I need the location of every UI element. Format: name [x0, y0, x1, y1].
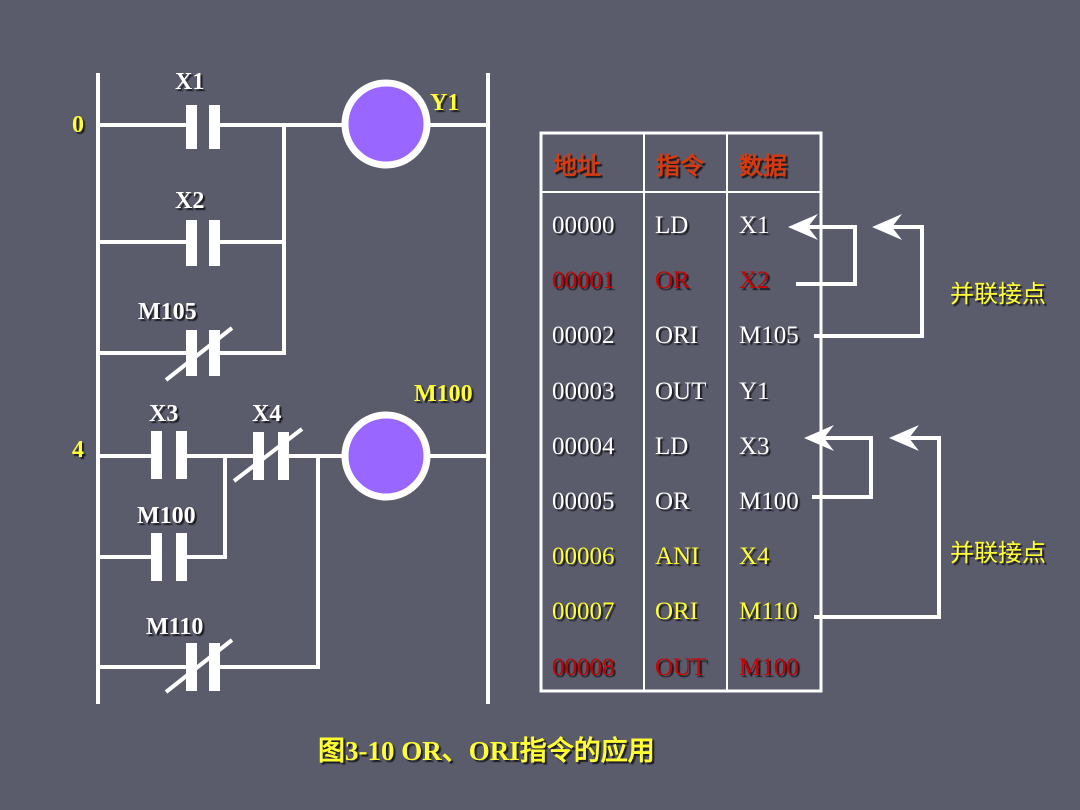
contact-m110-nc	[186, 643, 220, 691]
table-header-address: 地址	[553, 152, 601, 180]
coil-m100	[341, 411, 431, 501]
table-cell-instruction: LD	[655, 432, 689, 460]
table-cell-instruction: ANI	[655, 543, 700, 571]
table-cell-data: X4	[739, 543, 770, 571]
arrow-left-icon	[889, 425, 919, 451]
step-label-0: 0	[72, 112, 84, 138]
coil-y1	[341, 79, 431, 169]
contact-label-x2: X2	[175, 188, 205, 214]
table-cell-address: 00006	[552, 543, 615, 571]
table-cell-address: 00003	[552, 377, 615, 405]
table-cell-instruction: OUT	[655, 653, 707, 681]
table-cell-data: X1	[739, 212, 770, 239]
table-cell-data: Y1	[739, 377, 770, 405]
bracket-m105-to-x1	[814, 225, 924, 338]
nc-slash-m105	[164, 326, 234, 382]
bracket-m110-to-x3	[814, 436, 941, 619]
table-cell-data: M105	[739, 322, 799, 350]
table-cell-address: 00008	[552, 653, 615, 681]
coil-label-y1: Y1	[430, 90, 460, 116]
contact-x2	[186, 220, 220, 266]
parallel-contact-note: 并联接点	[950, 539, 1046, 567]
contact-label-x1: X1	[175, 69, 205, 95]
table-cell-address: 00001	[552, 267, 615, 295]
nc-slash-x4	[232, 427, 304, 483]
contact-m105-nc	[186, 330, 220, 376]
table-cell-address: 00000	[552, 212, 615, 239]
table-header-data: 数据	[739, 152, 787, 180]
arrow-left-icon	[804, 425, 834, 451]
contact-label-m110: M110	[146, 614, 204, 640]
parallel-contact-note: 并联接点	[950, 280, 1046, 308]
table-header-instruction: 指令	[656, 152, 704, 180]
table-cell-instruction: ORI	[655, 322, 699, 350]
table-border	[539, 131, 823, 693]
step-label-4: 4	[72, 437, 84, 463]
bracket-m100-to-x3	[812, 436, 873, 499]
contact-label-m100: M100	[137, 503, 196, 529]
bracket-x2-to-x1	[796, 225, 857, 286]
arrow-left-icon	[872, 214, 902, 240]
arrow-left-icon	[788, 214, 818, 240]
table-cell-instruction: OR	[655, 488, 690, 515]
table-cell-data: M110	[739, 598, 798, 626]
table-cell-data: M100	[739, 653, 799, 681]
table-cell-address: 00005	[552, 488, 615, 515]
table-cell-data: M100	[739, 488, 799, 515]
nc-slash-m110	[164, 638, 234, 694]
contact-x4-nc	[253, 432, 289, 480]
contact-m100	[151, 533, 187, 581]
table-cell-data: X2	[739, 267, 770, 295]
table-cell-address: 00004	[552, 432, 615, 460]
coil-label-m100: M100	[414, 381, 473, 407]
table-cell-data: X3	[739, 432, 770, 460]
contact-label-m105: M105	[138, 299, 197, 325]
table-cell-address: 00002	[552, 322, 615, 350]
contact-label-x4: X4	[252, 401, 282, 427]
table-cell-instruction: ORI	[655, 598, 699, 626]
table-cell-instruction: LD	[655, 212, 689, 239]
figure-caption: 图3-10 OR、ORI指令的应用	[318, 736, 655, 766]
table-cell-address: 00007	[552, 598, 615, 626]
contact-label-x3: X3	[149, 401, 179, 427]
table-cell-instruction: OR	[655, 267, 690, 295]
contact-x1	[186, 105, 220, 149]
table-cell-instruction: OUT	[655, 377, 707, 405]
contact-x3	[151, 431, 187, 479]
